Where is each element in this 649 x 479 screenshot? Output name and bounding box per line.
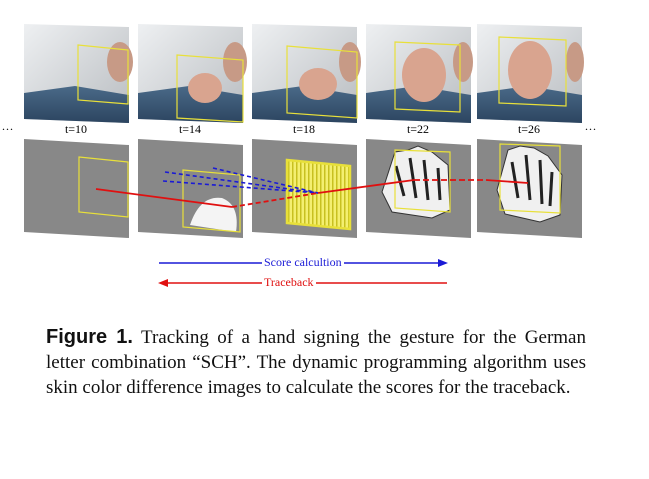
frame-label-t26: t=26 — [517, 122, 541, 136]
score-label: Score calcultion — [262, 255, 344, 270]
traceback-label: Traceback — [262, 275, 316, 290]
camera-frame-5 — [477, 24, 584, 123]
ellipsis-right: ... — [585, 119, 597, 133]
caption-text: Tracking of a hand signing the gesture f… — [46, 327, 586, 398]
difference-image-2 — [138, 139, 243, 238]
frame-label-t18: t=18 — [292, 122, 316, 136]
frame-label-t10: t=10 — [64, 122, 88, 136]
camera-frame-4 — [366, 24, 473, 123]
ellipsis-left: ... — [2, 119, 14, 133]
difference-image-5 — [477, 139, 582, 238]
difference-image-1 — [24, 139, 129, 238]
traceback-path — [95, 179, 529, 208]
score-paths — [162, 167, 319, 194]
caption-label: Figure 1. — [46, 326, 133, 348]
difference-image-4 — [366, 139, 471, 238]
figure-caption: Figure 1. Tracking of a hand signing the… — [46, 325, 586, 400]
frame-label-t14: t=14 — [178, 122, 202, 136]
figure-graphic — [24, 24, 584, 287]
camera-frame-1 — [24, 24, 133, 123]
camera-frame-2 — [138, 24, 247, 123]
difference-image-3 — [252, 139, 357, 238]
figure: ... ... t=10 t=14 t=18 t=22 t=26 Score c… — [2, 24, 597, 290]
camera-frame-3 — [252, 24, 361, 123]
frame-label-t22: t=22 — [406, 122, 430, 136]
